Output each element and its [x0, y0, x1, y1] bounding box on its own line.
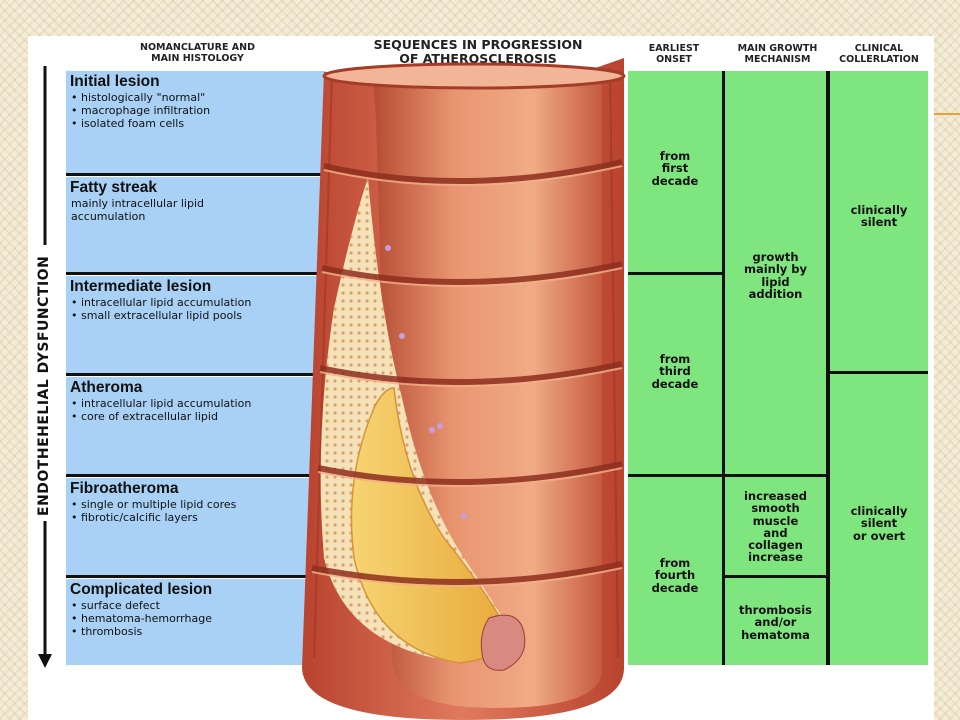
row-title: Atheroma	[70, 379, 143, 396]
header-earliest-onset: EARLIEST ONSET	[648, 43, 700, 65]
artery-opening	[322, 62, 626, 90]
growth-smooth-muscle-collagen: increased smooth muscle and collagen inc…	[743, 489, 808, 565]
side-label-endothelial-dysfunction: ENDOTHEHELIAL DYSFUNCTION	[36, 255, 52, 516]
header-clinical-correlation: CLINICAL COLLERLATION	[839, 43, 919, 65]
row-complicated-lesion: Complicated lesion surface defect hemato…	[66, 579, 326, 665]
row-text: mainly intracellular lipid accumulation	[71, 197, 204, 223]
row-fatty-streak: Fatty streak mainly intracellular lipid …	[66, 177, 326, 273]
clinical-silent-or-overt: clinically silent or overt	[850, 504, 908, 543]
onset-first-decade: from first decade	[651, 149, 699, 188]
row-title: Fatty streak	[70, 179, 158, 196]
onset-divider	[628, 272, 725, 275]
row-bullets: intracellular lipid accumulation small e…	[71, 296, 251, 323]
column-divider	[826, 71, 830, 665]
slide-accent-line	[930, 113, 960, 115]
row-divider	[66, 272, 328, 275]
row-atheroma: Atheroma intracellular lipid accumulatio…	[66, 377, 326, 475]
column-divider	[722, 71, 725, 665]
artery-illustration	[302, 58, 626, 720]
row-title: Complicated lesion	[70, 581, 213, 598]
onset-divider	[628, 474, 725, 477]
onset-fourth-decade: from fourth decade	[651, 556, 699, 595]
growth-column-bg	[725, 71, 826, 665]
row-bullets: single or multiple lipid cores fibrotic/…	[71, 498, 236, 525]
side-arrow-label-bg	[37, 245, 55, 521]
row-bullets: histologically "normal" macrophage infil…	[71, 91, 210, 130]
onset-column-bg	[628, 71, 722, 665]
row-divider	[66, 173, 328, 176]
row-divider	[66, 474, 328, 477]
thrombus	[480, 614, 526, 671]
row-title: Intermediate lesion	[70, 278, 212, 295]
growth-thrombosis-hematoma: thrombosis and/or hematoma	[738, 603, 812, 642]
lipid-core	[350, 387, 510, 664]
row-divider	[66, 373, 328, 376]
foam-cells	[385, 245, 467, 519]
clinical-silent: clinically silent	[850, 203, 908, 230]
row-title: Fibroatheroma	[70, 480, 179, 497]
row-title: Initial lesion	[70, 73, 160, 90]
growth-divider	[725, 474, 826, 477]
header-sequences: SEQUENCES IN PROGRESSION OF ATHEROSCLERO…	[373, 37, 583, 66]
cross-section-rings	[311, 159, 623, 586]
header-nomenclature: NOMANCLATURE AND MAIN HISTOLOGY	[140, 42, 255, 64]
growth-lipid-addition: growth mainly by lipid addition	[743, 250, 808, 301]
row-divider	[66, 575, 328, 578]
growth-divider	[725, 575, 826, 578]
row-bullets: intracellular lipid accumulation core of…	[71, 397, 251, 424]
clinical-divider	[830, 371, 928, 374]
clinical-column-bg	[830, 71, 928, 665]
onset-third-decade: from third decade	[651, 352, 699, 391]
row-initial-lesion: Initial lesion histologically "normal" m…	[66, 71, 326, 174]
row-bullets: surface defect hematoma-hemorrhage throm…	[71, 599, 212, 638]
row-intermediate-lesion: Intermediate lesion intracellular lipid …	[66, 276, 326, 374]
row-fibroatheroma: Fibroatheroma single or multiple lipid c…	[66, 478, 326, 576]
header-growth-mechanism: MAIN GROWTH MECHANISM	[737, 43, 818, 65]
